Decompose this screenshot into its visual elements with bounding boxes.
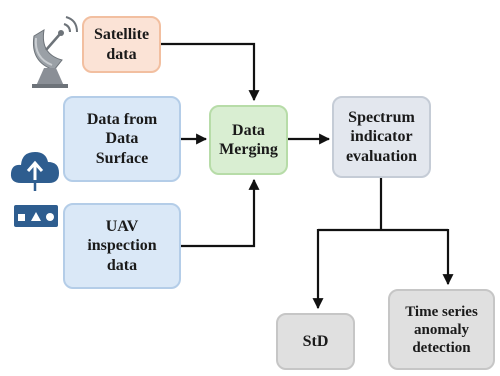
satellite-dish-icon — [32, 16, 78, 88]
time-series-anomaly-node: Time series anomaly detection — [388, 289, 495, 370]
data-surface-node: Data from Data Surface — [63, 96, 181, 182]
cloud-upload-icon — [10, 152, 60, 191]
uav-inspection-node: UAV inspection data — [63, 203, 181, 289]
server-icon — [14, 205, 58, 227]
data-merging-node: Data Merging — [209, 105, 288, 175]
satellite-data-node: Satellite data — [82, 16, 161, 73]
edge-uav-to-merging — [181, 178, 260, 248]
spectrum-evaluation-node: Spectrum indicator evaluation — [332, 96, 431, 178]
edge-satellite-to-merging — [161, 42, 260, 102]
edge-spectrum-split — [318, 178, 448, 232]
std-node: StD — [276, 313, 355, 370]
